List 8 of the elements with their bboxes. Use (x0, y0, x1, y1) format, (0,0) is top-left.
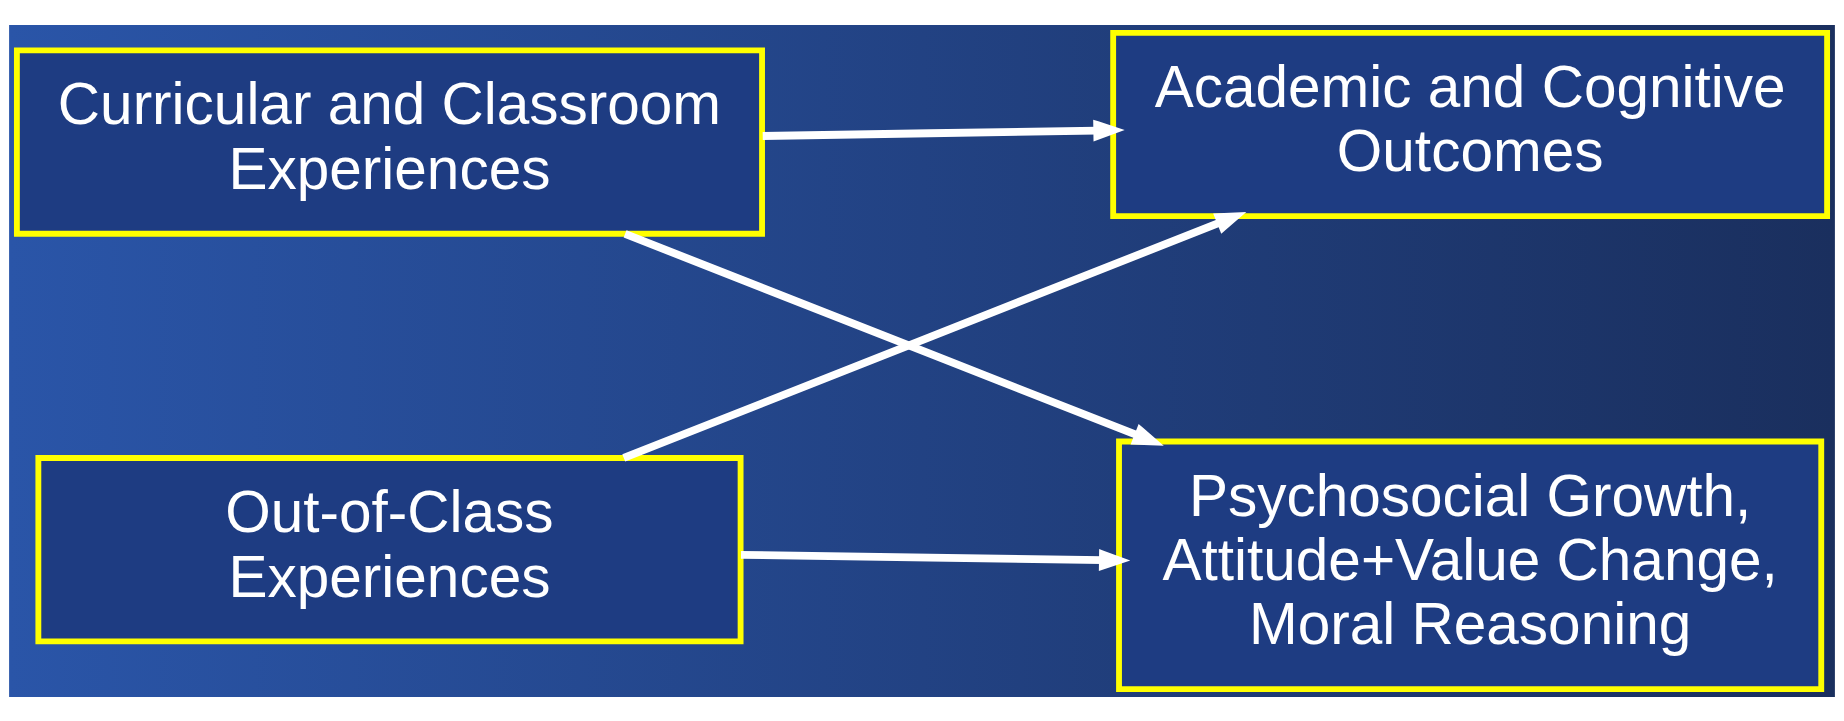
arrow (762, 119, 1125, 142)
node-box: Psychosocial Growth, Attitude+Value Change, Moral Reasoning (1116, 438, 1825, 692)
arrow (622, 211, 1247, 462)
node-box: Out-of-Class Experiences (35, 454, 744, 644)
node-box: Curricular and Classroom Experiences (13, 46, 765, 237)
arrow (740, 548, 1131, 571)
arrow (623, 229, 1164, 446)
node-box: Academic and Cognitive Outcomes (1110, 29, 1831, 219)
